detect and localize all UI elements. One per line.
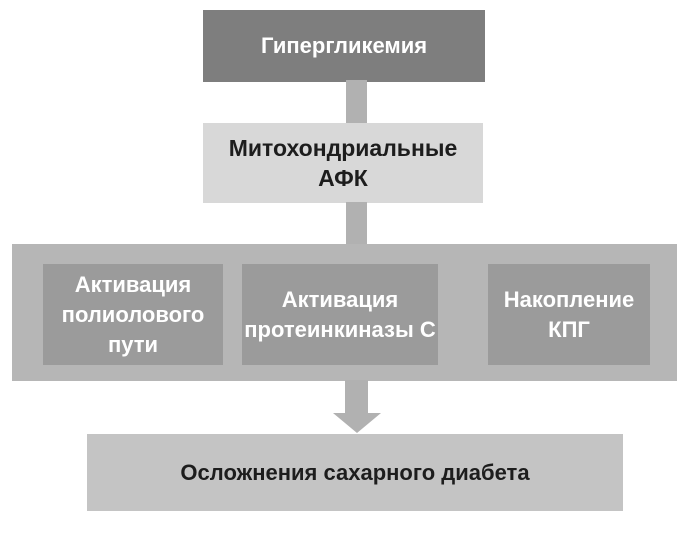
node-hyperglycemia-label: Гипергликемия: [260, 33, 428, 58]
node-mitochondrial-ros: Митохондриальные АФК: [203, 123, 483, 203]
node-age-accumulation-label-line1: Накопление: [503, 286, 635, 312]
node-protein-kinase-c-label-line1: Активация: [281, 286, 399, 312]
down-arrow-head-icon: [333, 413, 381, 433]
node-mitochondrial-ros-label-line1: Митохондриальные: [228, 135, 458, 161]
node-age-accumulation-label-line2: КПГ: [548, 316, 590, 342]
node-mitochondrial-ros-label-line2: АФК: [318, 165, 368, 191]
node-polyol-pathway-label-line2: полиолового: [61, 301, 205, 327]
flow-connector-middle: [346, 202, 367, 246]
node-protein-kinase-c: Активация протеинкиназы С: [242, 264, 438, 365]
node-protein-kinase-c-label-line2: протеинкиназы С: [244, 316, 436, 342]
flow-connector-top: [346, 80, 367, 125]
node-hyperglycemia: Гипергликемия: [203, 10, 485, 82]
node-polyol-pathway: Активация полиолового пути: [43, 264, 223, 365]
node-polyol-pathway-label-line3: пути: [107, 331, 159, 357]
node-polyol-pathway-label-line1: Активация: [74, 271, 192, 297]
node-complications-label: Осложнения сахарного диабета: [180, 459, 530, 485]
node-age-accumulation: Накопление КПГ: [488, 264, 650, 365]
node-complications: Осложнения сахарного диабета: [87, 434, 623, 511]
down-arrow-shaft: [345, 380, 368, 414]
